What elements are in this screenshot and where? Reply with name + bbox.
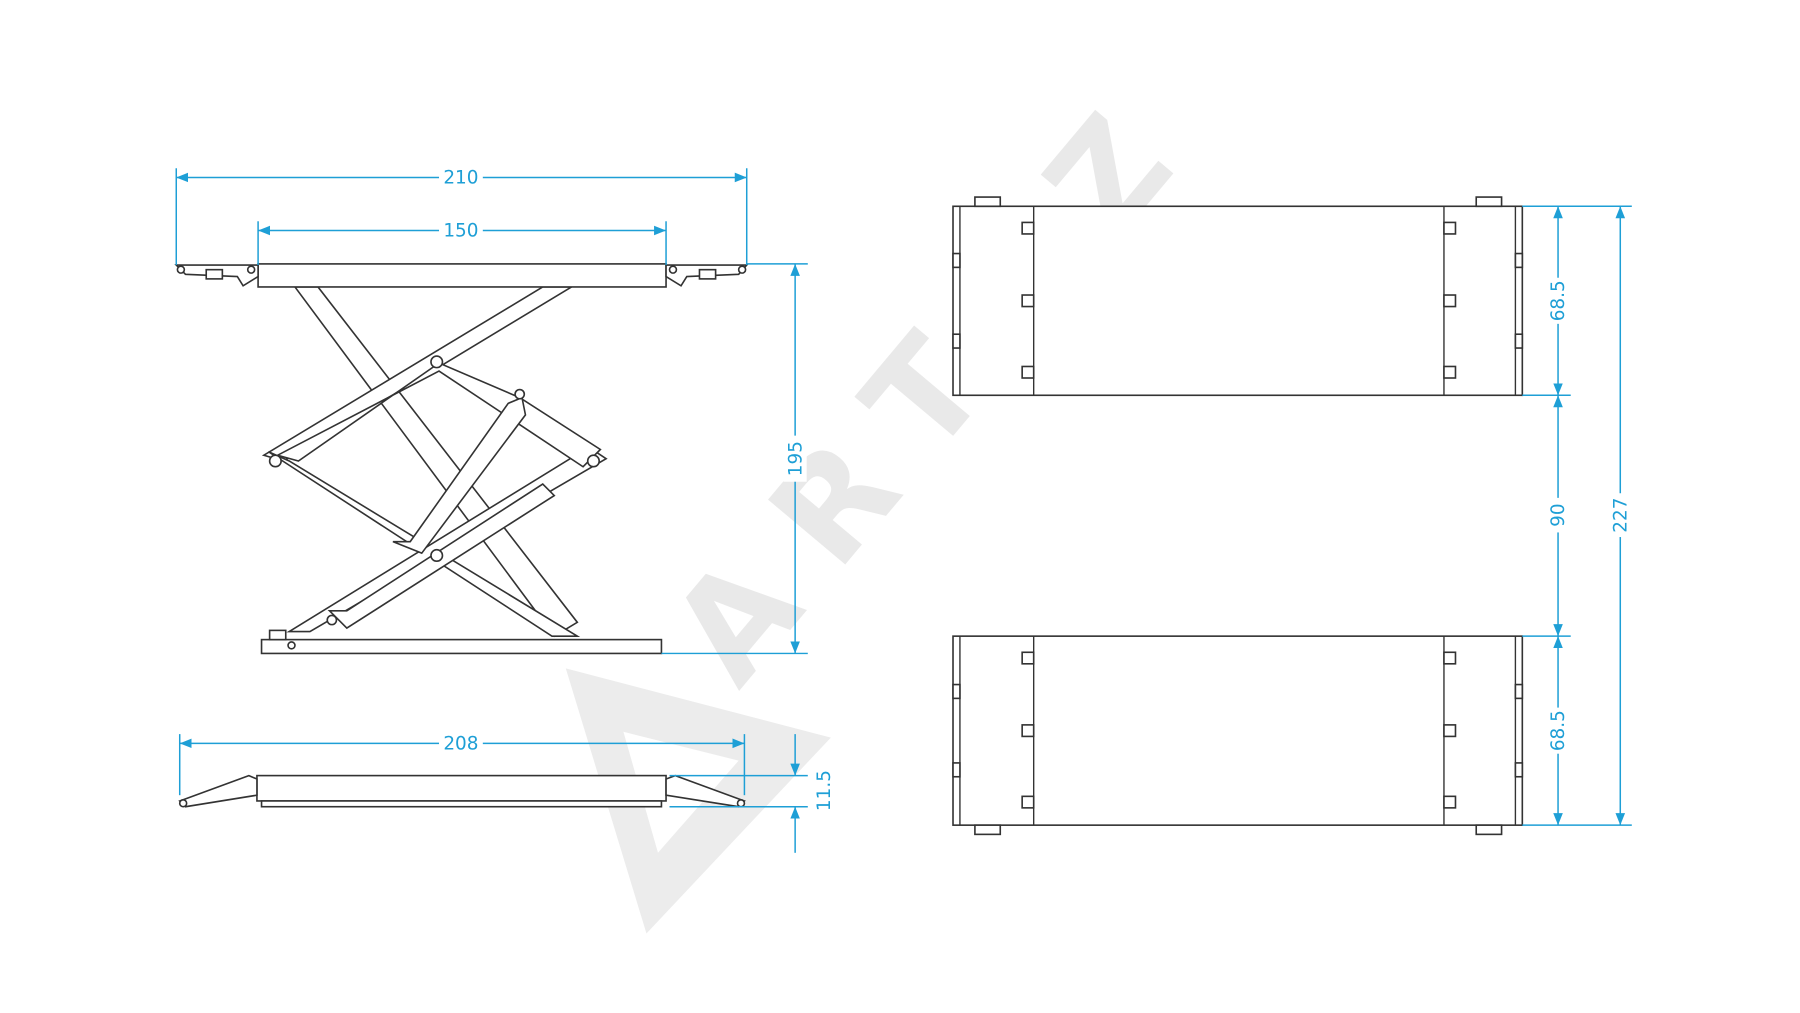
runway-top bbox=[952, 196, 1524, 397]
top-view: 68.5 90 68.5 227 bbox=[952, 196, 1632, 836]
dim-label-runway-width-bottom: 68.5 bbox=[1548, 710, 1569, 751]
scissor-arms bbox=[261, 286, 608, 638]
ramp-right bbox=[665, 264, 749, 287]
dim-label-overall-width: 210 bbox=[443, 168, 478, 189]
platform-top bbox=[257, 263, 667, 288]
dim-label-max-height: 195 bbox=[785, 441, 806, 476]
ramp-left-lowered bbox=[178, 774, 258, 808]
dim-label-min-height: 11.5 bbox=[814, 770, 835, 811]
side-view-lowered: 208 11.5 bbox=[178, 731, 835, 853]
dim-label-overall-track-width: 227 bbox=[1610, 498, 1631, 533]
side-view-raised: 210 150 195 bbox=[174, 165, 808, 655]
base-plate bbox=[260, 638, 663, 655]
dim-label-lowered-width: 208 bbox=[443, 733, 478, 754]
dim-label-runway-width-top: 68.5 bbox=[1548, 280, 1569, 321]
dim-label-platform-width: 150 bbox=[443, 221, 478, 242]
ramp-left bbox=[174, 264, 259, 287]
runway-bottom bbox=[952, 635, 1524, 836]
dim-label-gap: 90 bbox=[1548, 503, 1569, 526]
platform-lowered bbox=[256, 774, 667, 802]
